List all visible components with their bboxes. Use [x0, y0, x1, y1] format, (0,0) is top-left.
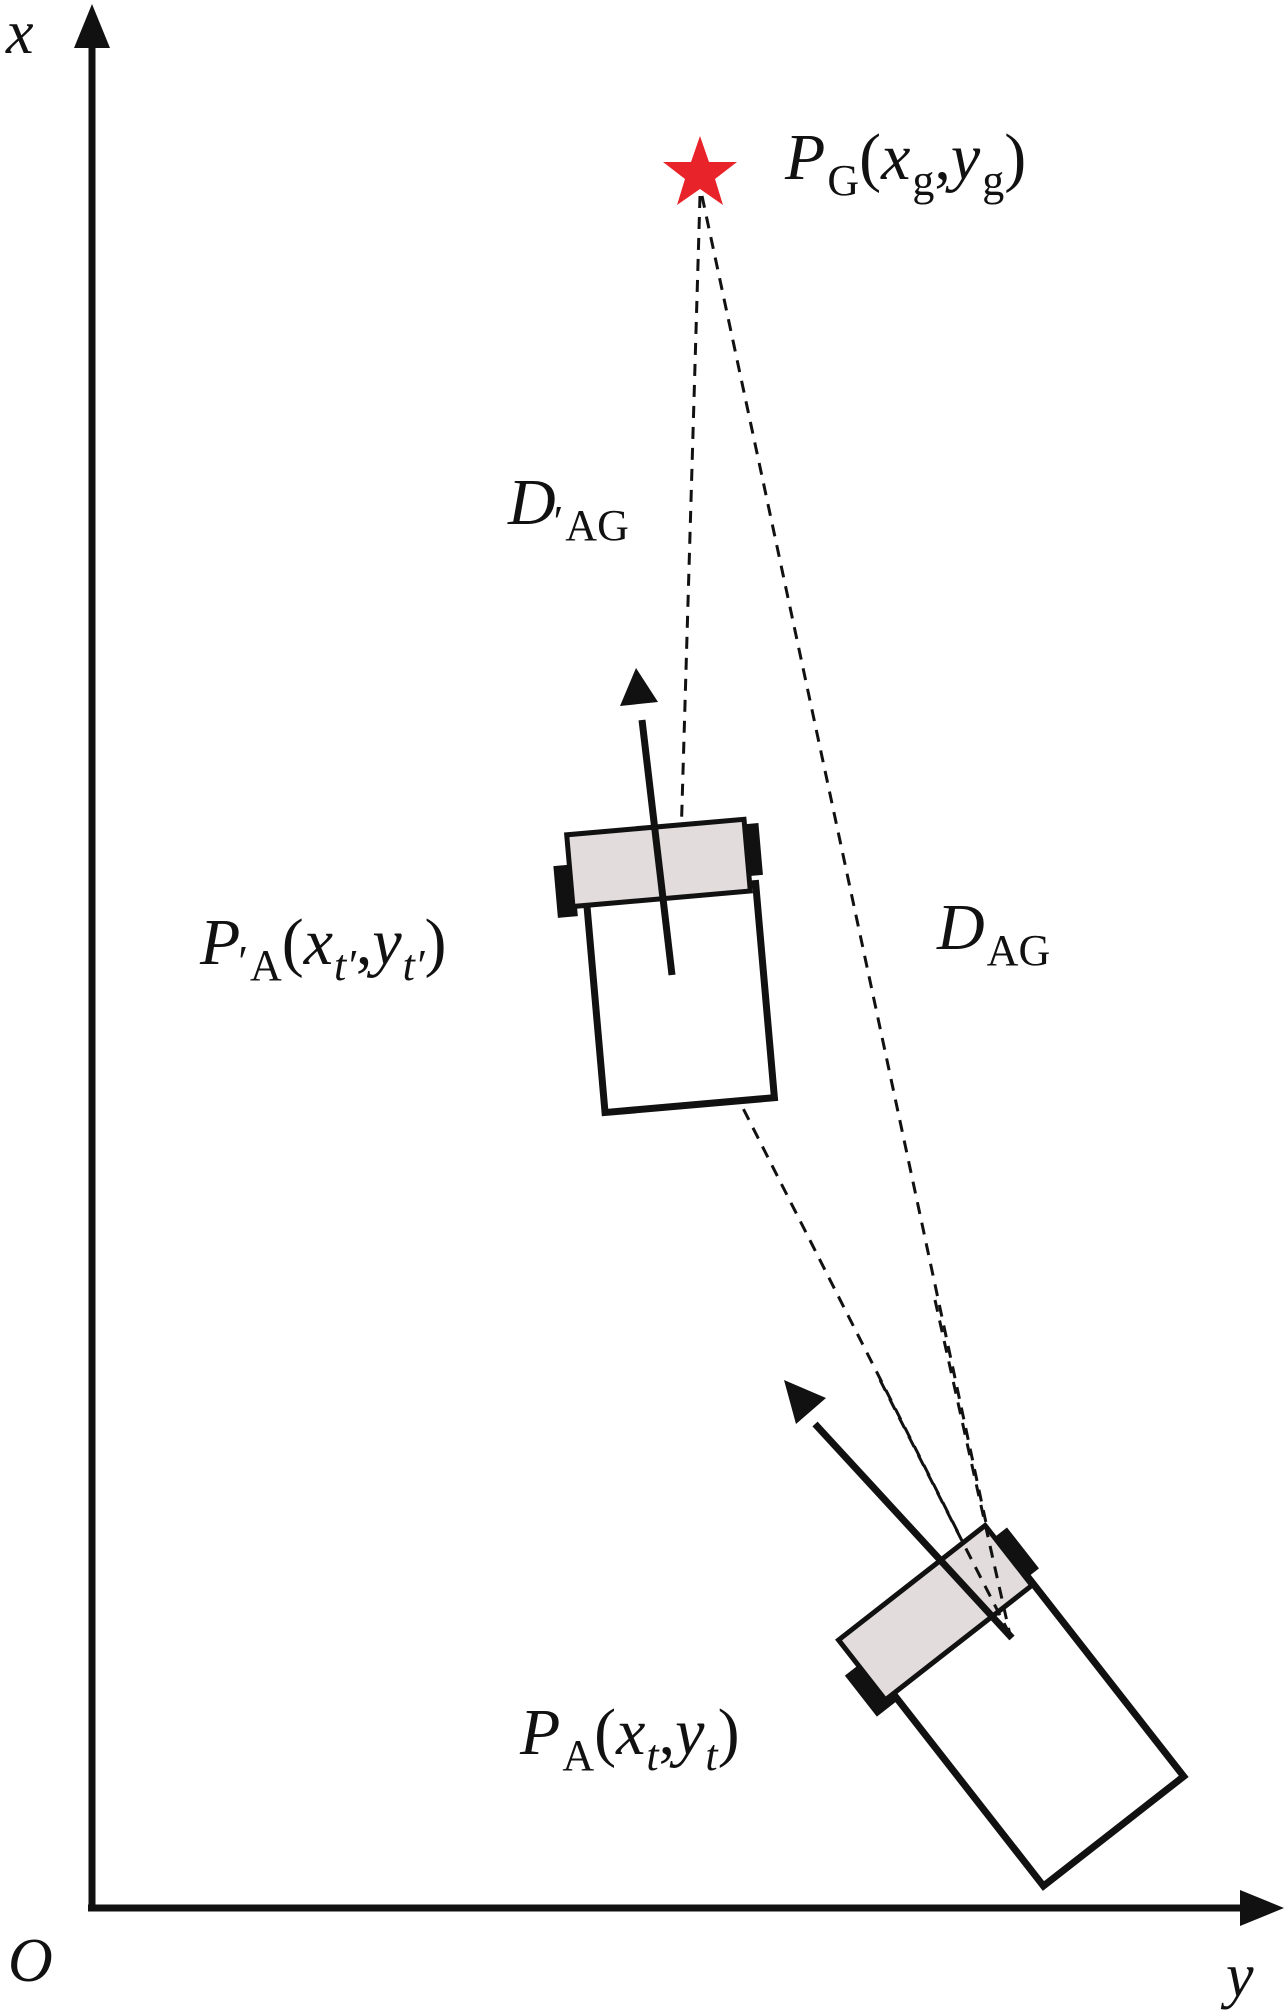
vehicle-agent-prime	[553, 816, 779, 1117]
dashed-line-goal-to-agent-top	[933, 1299, 1012, 1636]
star-icon	[663, 136, 737, 205]
vehicle-agent	[835, 1521, 1189, 1891]
agent-prime-label: P′A(xt′,yt′)	[200, 906, 447, 990]
vehicle-bumper	[835, 1521, 1036, 1704]
distance-label: DAG	[937, 891, 1051, 975]
y-axis-label: y	[1226, 1942, 1254, 2010]
vehicle-prime-body	[582, 879, 779, 1117]
origin-label: O	[8, 1927, 53, 1995]
goal-label: PG(xg,yg)	[785, 121, 1027, 205]
agent-label: PA(xt,yt)	[520, 1696, 740, 1780]
x-axis-label: x	[6, 0, 34, 67]
heading-arrow-agent-prime	[638, 719, 676, 976]
vehicle-wheel-right	[988, 1527, 1039, 1584]
dashed-line-agent-prime-to-agent	[675, 977, 1012, 1636]
dashed-line-goal-to-agent-prime	[675, 195, 702, 976]
dashed-line-goal-to-agent	[700, 195, 1012, 1636]
heading-arrow-agent-prime-head	[620, 668, 658, 706]
y-axis-arrow	[1240, 1890, 1284, 1926]
heading-arrow-agent	[812, 1421, 1015, 1641]
distance-prime-label: D′AG	[508, 466, 629, 550]
dashed-line-agent-prime-to-agent-top	[878, 1379, 1012, 1636]
x-axis-arrow	[74, 4, 110, 48]
heading-arrow-agent-head	[784, 1380, 826, 1424]
vehicle-wheel-left	[844, 1660, 896, 1717]
